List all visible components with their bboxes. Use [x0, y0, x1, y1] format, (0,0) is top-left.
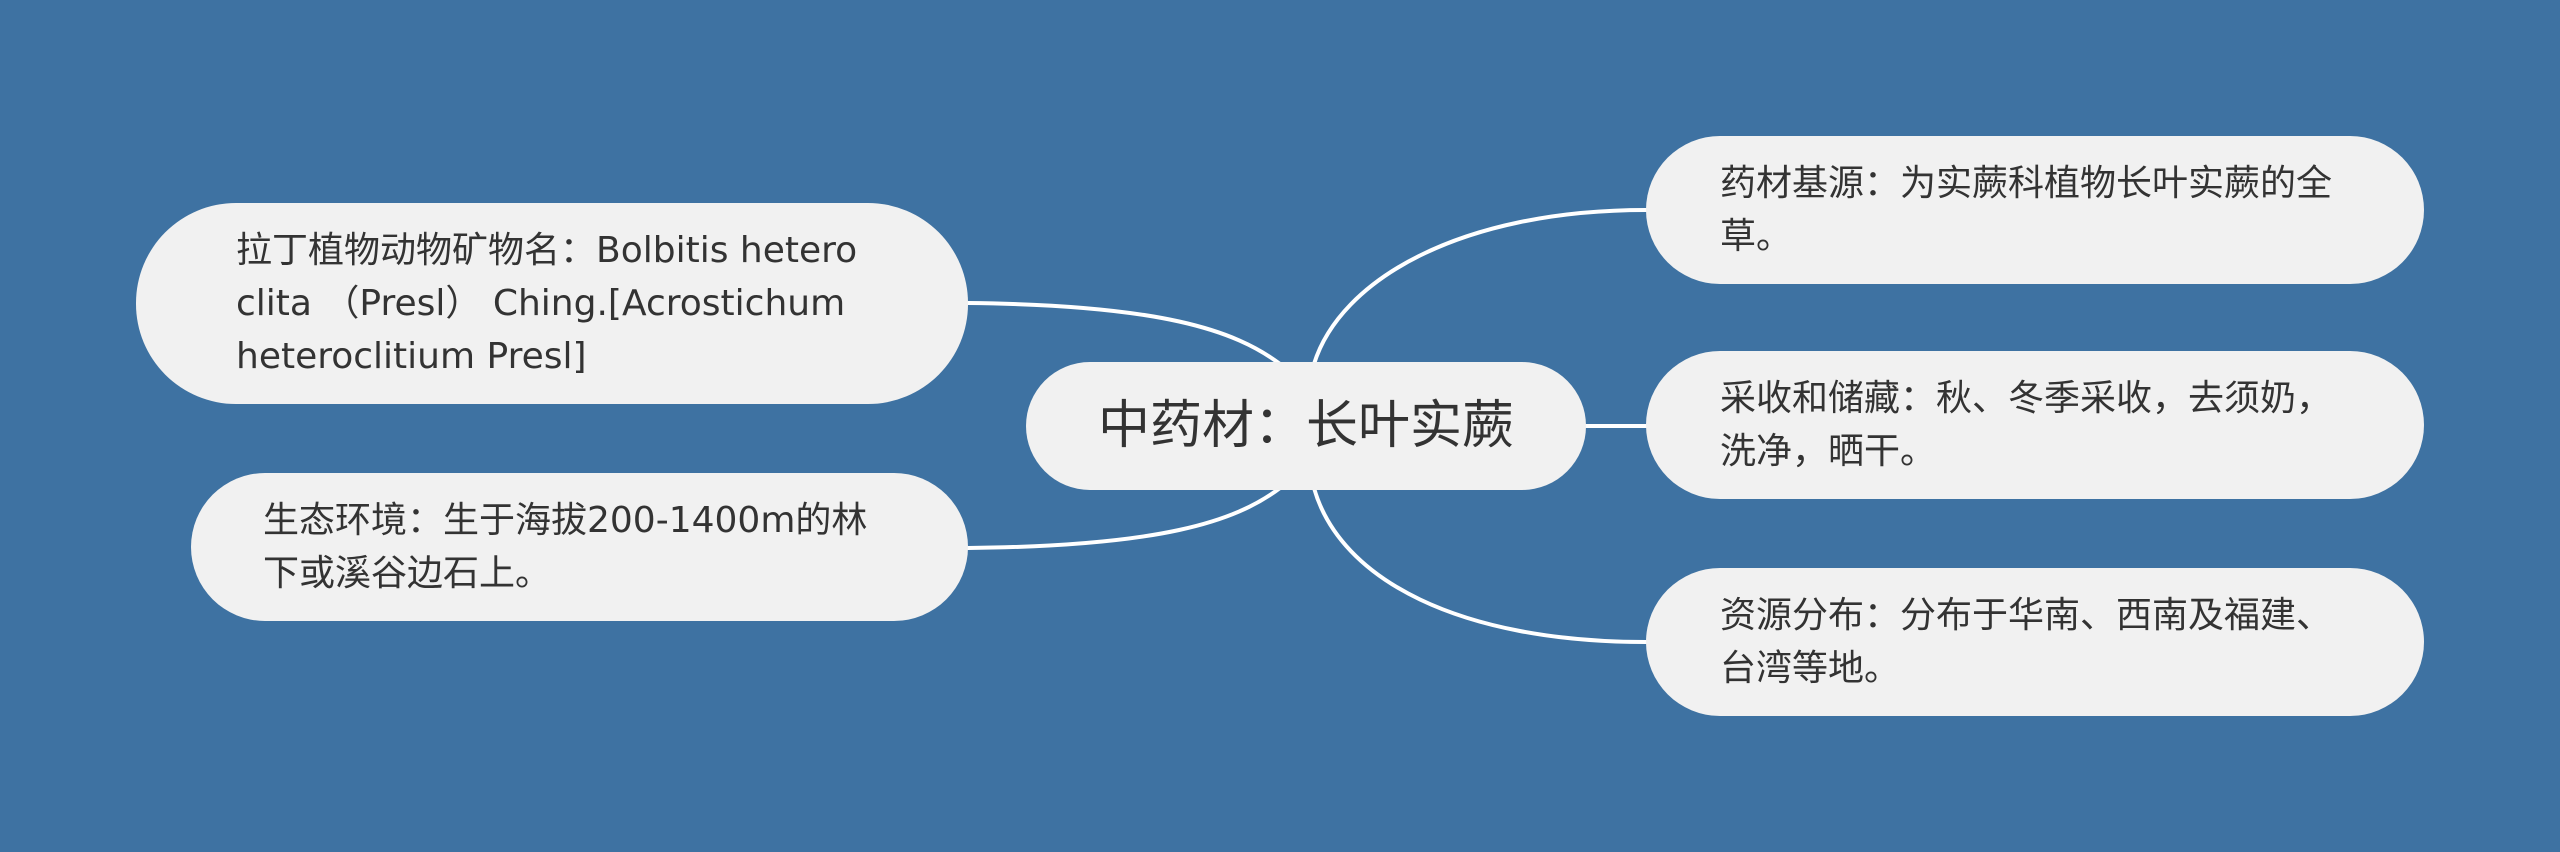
- harvest-storage-node[interactable]: 采收和储藏：秋、冬季采收，去须奶，洗净，晒干。: [1646, 351, 2424, 499]
- central-topic-node[interactable]: 中药材：长叶实蕨: [1026, 362, 1586, 490]
- medicinal-source-label: 药材基源：为实蕨科植物长叶实蕨的全草。: [1720, 162, 2333, 257]
- connector-right-3: [1312, 486, 1648, 644]
- medicinal-source-node[interactable]: 药材基源：为实蕨科植物长叶实蕨的全草。: [1646, 136, 2424, 284]
- central-topic-label: 中药材：长叶实蕨: [1097, 395, 1514, 456]
- latin-name-node[interactable]: 拉丁植物动物矿物名：Bolbitis heteroclita （Presl） C…: [136, 203, 968, 404]
- connector-left-2: [966, 486, 1282, 550]
- harvest-storage-label: 采收和储藏：秋、冬季采收，去须奶，洗净，晒干。: [1720, 377, 2333, 472]
- habitat-node[interactable]: 生态环境：生于海拔200-1400m的林下或溪谷边石上。: [191, 473, 968, 621]
- connector-left-1: [966, 301, 1282, 366]
- habitat-label: 生态环境：生于海拔200-1400m的林下或溪谷边石上。: [263, 499, 868, 594]
- distribution-node[interactable]: 资源分布：分布于华南、西南及福建、台湾等地。: [1646, 568, 2424, 716]
- distribution-label: 资源分布：分布于华南、西南及福建、台湾等地。: [1720, 594, 2333, 689]
- connector-right-1: [1312, 208, 1648, 366]
- latin-name-label: 拉丁植物动物矿物名：Bolbitis heteroclita （Presl） C…: [236, 229, 858, 378]
